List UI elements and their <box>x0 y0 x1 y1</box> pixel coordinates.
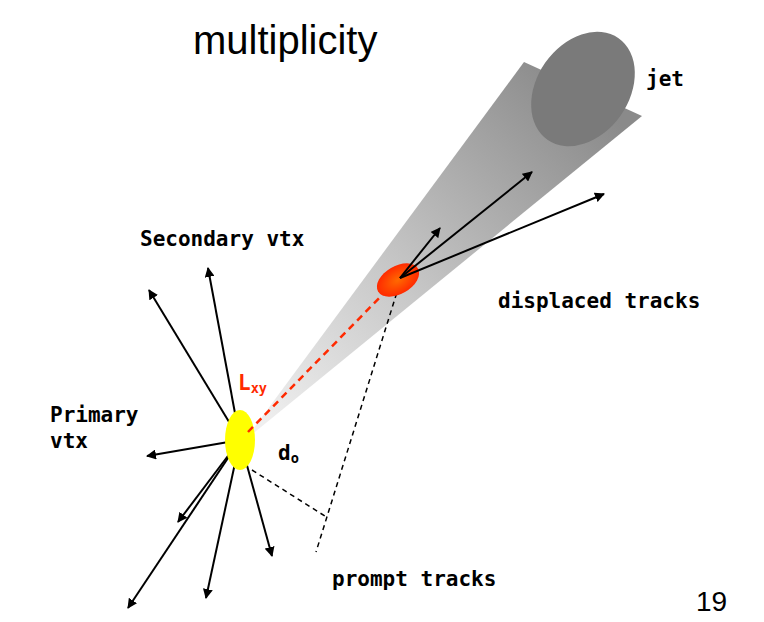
vertex-label: Primary vtx <box>50 402 150 455</box>
vertex-label: Secondary vtx <box>140 226 304 252</box>
slide-title: multiplicity <box>193 18 377 63</box>
decay-length-label: Lxy <box>238 370 267 396</box>
decay-length-line <box>248 285 392 432</box>
impact-parameter-label: do <box>278 440 299 466</box>
impact-parameter-line <box>252 470 328 518</box>
jet-label: jet <box>646 66 684 92</box>
page-number: 19 <box>696 586 727 618</box>
primary-vertex <box>225 410 255 470</box>
jet-cone <box>245 12 656 440</box>
track-label: prompt tracks <box>332 566 496 592</box>
track-label: displaced tracks <box>498 288 700 314</box>
prompt-tracks <box>128 268 272 608</box>
displaced-tracks <box>400 172 604 278</box>
